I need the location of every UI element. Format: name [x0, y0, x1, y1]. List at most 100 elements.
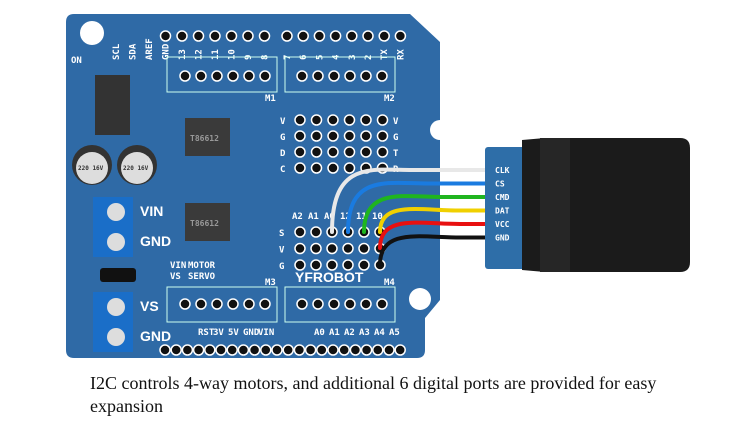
top-pin-label: SCL: [112, 43, 122, 60]
pin-hole: [281, 30, 293, 42]
analog-pin-label: A2: [344, 328, 355, 338]
grid-row-label: G: [393, 133, 398, 143]
pin-hole: [293, 344, 306, 356]
top-pin-label: 12: [195, 49, 205, 60]
motor-label: M2: [384, 94, 395, 104]
power-pin-label: GND: [243, 328, 260, 338]
pin-hole: [271, 344, 283, 356]
led-label: ON: [71, 56, 82, 66]
grid-row-label: T: [393, 149, 399, 159]
receiver-band: [540, 138, 570, 272]
pin-hole: [192, 30, 205, 42]
motor-connector-m4: [284, 286, 396, 323]
pin-hole: [376, 146, 389, 158]
mount-hole: [409, 288, 431, 310]
terminal-screw[interactable]: [107, 328, 125, 346]
pin-hole: [327, 130, 339, 142]
power-terminal-label: GND: [140, 328, 171, 344]
motor-label: M1: [265, 94, 276, 104]
pin-hole: [349, 344, 362, 356]
power-terminal-label: VIN: [140, 203, 163, 219]
pin-hole: [344, 70, 356, 82]
motor-label: M4: [384, 278, 395, 288]
receiver-pcb: [485, 147, 525, 269]
module-pin-label: CS: [495, 180, 505, 189]
power-terminal-label: VS: [140, 298, 159, 314]
pin-hole: [294, 162, 306, 174]
pin-hole: [338, 344, 350, 356]
pin-hole: [358, 259, 370, 271]
pin-hole: [360, 70, 372, 82]
pin-hole: [310, 146, 323, 158]
analog-pin-label: A4: [374, 328, 385, 338]
pin-hole: [211, 70, 223, 82]
motor-label: M3: [265, 278, 276, 288]
pin-hole: [304, 344, 317, 356]
terminal-screw[interactable]: [107, 233, 125, 251]
pin-hole: [344, 298, 356, 310]
pin-hole: [328, 298, 340, 310]
pin-hole: [327, 114, 339, 126]
power-pin-label: RST: [198, 328, 215, 338]
pin-hole: [226, 344, 238, 356]
pin-hole: [159, 344, 171, 356]
pin-hole: [176, 30, 188, 42]
pin-hole: [294, 114, 306, 126]
top-pin-label: TX: [380, 49, 390, 60]
grid-row-label: C: [280, 165, 285, 175]
top-pin-label: RX: [396, 49, 406, 60]
terminal-screw[interactable]: [107, 203, 125, 221]
pin-hole: [243, 298, 255, 310]
terminal-screw[interactable]: [107, 298, 125, 316]
pin-hole: [258, 30, 271, 42]
wires: [330, 167, 492, 267]
pin-hole: [327, 146, 339, 158]
module-pin-label: GND: [495, 234, 510, 243]
pin-hole: [326, 242, 338, 255]
wire-vcc: [378, 220, 492, 250]
analog-pin-label: A1: [329, 328, 340, 338]
motor-connector-m1: [166, 56, 278, 93]
jumper-label: VIN: [170, 261, 186, 271]
pin-hole: [259, 70, 271, 82]
chip-label-2: T86612: [190, 219, 219, 228]
pin-hole: [294, 226, 306, 238]
jumper-label: MOTOR: [188, 261, 216, 271]
top-pin-label: 13: [178, 49, 188, 60]
pin-hole: [346, 30, 358, 42]
pin-hole: [358, 242, 370, 255]
pin-hole: [179, 298, 191, 310]
analog-pin-label: A5: [389, 328, 400, 338]
top-pin-label: AREF: [145, 38, 155, 60]
pin-hole: [259, 298, 271, 310]
pin-hole: [360, 298, 372, 310]
pin-hole: [342, 242, 354, 255]
caption: I2C controls 4-way motors, and additiona…: [90, 373, 657, 416]
chip-label-1: T86612: [190, 134, 219, 143]
power-terminal-label: GND: [140, 233, 171, 249]
grid-col-label: A1: [308, 212, 319, 222]
power-jumper[interactable]: [100, 268, 136, 282]
pin-hole: [237, 344, 250, 356]
pin-hole: [313, 30, 326, 42]
pin-hole: [282, 344, 294, 356]
pin-hole: [394, 30, 407, 42]
pin-hole: [227, 298, 239, 310]
pin-hole: [310, 259, 322, 271]
brand-logo: YFROBOT: [295, 269, 364, 285]
wire-cmd: [362, 194, 492, 234]
pin-hole: [192, 344, 205, 356]
pin-hole: [360, 146, 372, 158]
top-pin-label: 11: [211, 49, 221, 60]
pin-hole: [343, 130, 356, 142]
pin-hole: [343, 146, 356, 158]
pin-hole: [243, 70, 255, 82]
pin-hole: [360, 130, 372, 142]
pin-hole: [362, 30, 374, 42]
pin-hole: [312, 298, 324, 310]
pin-hole: [296, 70, 308, 82]
pin-hole: [294, 130, 306, 142]
pin-hole: [310, 242, 322, 255]
top-pin-label: 10: [228, 49, 238, 60]
